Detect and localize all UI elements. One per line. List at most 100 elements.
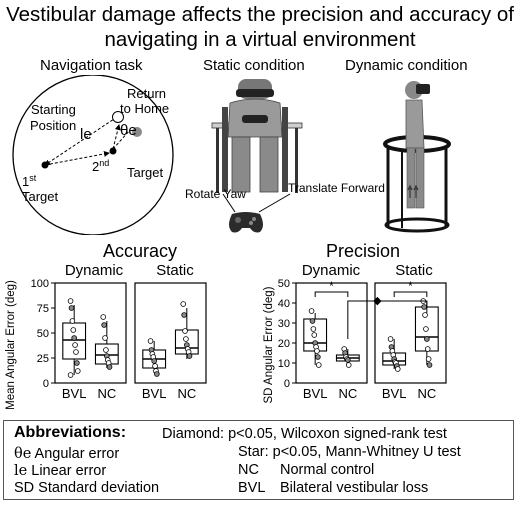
data-point <box>425 356 432 362</box>
data-point <box>315 362 322 368</box>
data-point <box>151 358 157 364</box>
rotate-yaw-label: Rotate Yaw <box>185 187 246 201</box>
data-point <box>315 354 321 360</box>
accuracy-y-tick-label: 0 <box>43 378 49 390</box>
return-home-line1: Return <box>127 86 166 101</box>
data-point <box>387 336 394 342</box>
gamepad-icon <box>229 212 263 233</box>
desk-leg-left <box>216 128 219 193</box>
data-point <box>426 362 433 368</box>
path-actual-return <box>112 129 131 150</box>
data-point <box>152 363 158 369</box>
accuracy-y-tick-label: 75 <box>37 303 49 315</box>
data-point <box>421 304 427 310</box>
data-point <box>180 301 187 307</box>
accuracy-box-dynamic-bvl <box>62 298 87 378</box>
data-point <box>422 312 428 318</box>
first-target-label: 1st <box>22 173 37 189</box>
precision-x-label: BVL <box>303 386 328 401</box>
precision-facet-frame <box>374 282 447 384</box>
accuracy-y-axis-label: Mean Angular Error (deg) <box>5 280 17 410</box>
data-point <box>147 338 154 344</box>
data-point <box>308 308 315 314</box>
accuracy-title: Accuracy <box>103 241 177 261</box>
linear-error-label: le <box>80 126 92 143</box>
data-point <box>102 335 108 341</box>
seated-person-left-leg <box>231 136 251 193</box>
accuracy-x-label: NC <box>177 386 196 401</box>
accuracy-box-static-bvl <box>142 338 167 377</box>
theta-abbrev-text: Angular error <box>34 446 120 462</box>
data-point <box>69 318 76 324</box>
sig-bracket-diamond: ◆ <box>347 295 428 339</box>
precision-x-label: NC <box>417 386 436 401</box>
seated-person-right-leg <box>259 136 279 193</box>
walk-forward-arrows-icon <box>407 184 419 198</box>
accuracy-box-dynamic-nc <box>94 314 119 370</box>
first-target-marker <box>41 161 49 169</box>
precision-y-tick-label: 40 <box>278 298 290 310</box>
charts-area: Accuracy Dynamic Static Mean Angular Err… <box>5 241 447 410</box>
vr-headset-icon <box>236 89 274 97</box>
accuracy-y-tick-label: 100 <box>31 278 49 290</box>
star-legend: Star: p<0.05, Mann-Whitney U test <box>238 444 461 460</box>
diamond-legend: Diamond: p<0.05, Wilcoxon signed-rank te… <box>162 426 447 442</box>
starting-position-line2: Position <box>30 118 76 133</box>
data-point <box>424 336 430 342</box>
accuracy-facet-dynamic: Dynamic <box>65 262 124 279</box>
sig-bracket-static: * <box>393 279 428 297</box>
precision-x-label: NC <box>338 386 357 401</box>
linear-abbrev-symbol: le <box>14 463 28 479</box>
data-point <box>345 362 352 368</box>
data-point <box>345 357 351 363</box>
linear-abbrev: le Linear error <box>14 463 106 479</box>
precision-y-axis-label: SD Angular Error (deg) <box>263 286 275 403</box>
data-point <box>73 349 79 355</box>
data-point <box>100 314 107 320</box>
data-point <box>103 347 109 353</box>
data-point <box>182 328 188 334</box>
path-to-first-target <box>44 116 118 166</box>
precision-facet-static: Static <box>395 262 433 279</box>
return-home-line2: to Home <box>120 101 169 116</box>
precision-box-dynamic-nc <box>335 346 360 368</box>
static-condition-heading: Static condition <box>203 57 305 74</box>
nc-abbrev-text: Normal control <box>280 462 375 478</box>
sig-bracket-dynamic-symbol: * <box>329 279 334 293</box>
accuracy-facet-frame <box>54 282 127 384</box>
end-position-marker <box>132 127 142 137</box>
sig-bracket-dynamic: * <box>314 279 349 297</box>
data-point <box>74 360 80 366</box>
data-point <box>424 346 431 352</box>
figure-title-line2: navigating in a virtual environment <box>104 28 416 51</box>
data-point <box>310 326 317 332</box>
chair-back-right <box>282 107 288 192</box>
data-point <box>67 372 74 378</box>
accuracy-y-tick-label: 50 <box>37 328 49 340</box>
theta-e-label: θe <box>120 122 137 139</box>
data-point <box>314 348 320 354</box>
data-point <box>67 298 74 304</box>
sig-bracket-diamond-symbol: ◆ <box>373 295 382 307</box>
controller-in-hands <box>242 115 268 123</box>
navigation-diagram: Starting Position Return to Home θe le 1… <box>12 75 174 235</box>
navigation-task-heading: Navigation task <box>40 57 143 74</box>
data-point <box>181 312 187 318</box>
accuracy-x-label: NC <box>97 386 116 401</box>
data-point <box>311 332 318 338</box>
translate-forward-label: Translate Forward <box>288 181 385 195</box>
precision-box-static-bvl <box>382 336 407 372</box>
data-point <box>70 327 77 333</box>
data-point <box>186 353 193 359</box>
dynamic-condition-illustration <box>383 81 451 233</box>
accuracy-facet-frame <box>134 282 207 384</box>
abbreviations-panel: Abbreviations: Diamond: p<0.05, Wilcoxon… <box>3 420 514 500</box>
controller-pointer-lines <box>222 193 291 213</box>
sd-abbrev: SD Standard deviation <box>14 480 160 496</box>
standing-person-right-leg <box>415 147 425 209</box>
bvl-abbrev-text: Bilateral vestibular loss <box>280 480 429 496</box>
second-target-marker <box>109 147 117 155</box>
first-target-word: Target <box>22 189 59 204</box>
figure-title-line1: Vestibular damage affects the precision … <box>6 3 514 26</box>
